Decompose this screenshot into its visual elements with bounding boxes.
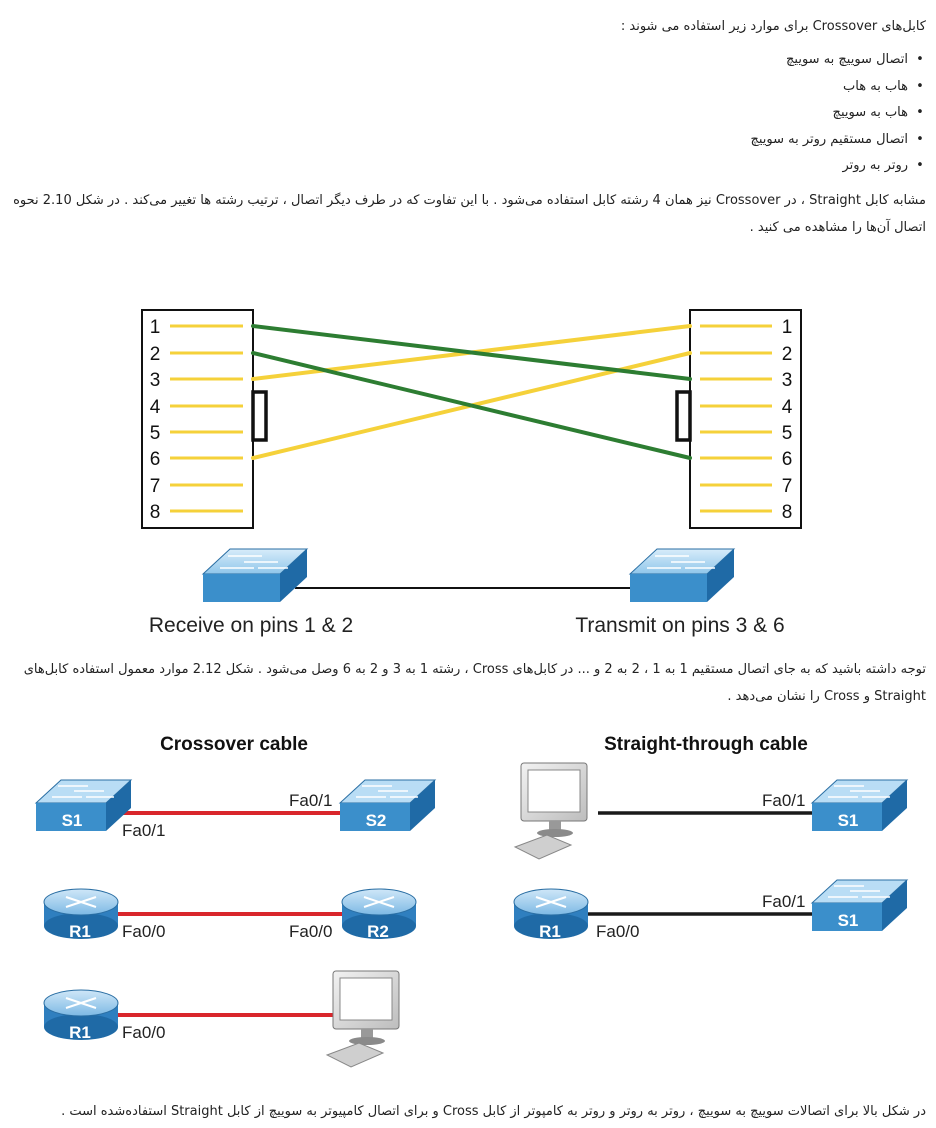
right-pin-8: 8	[782, 502, 793, 523]
left-pin-2: 2	[150, 344, 161, 365]
intro-text: کابل‌های Crossover برای موارد زیر استفاد…	[620, 19, 926, 34]
transmit-label: Transmit on pins 3 & 6	[575, 614, 784, 637]
switch-icon	[811, 779, 908, 832]
left-rj45-connector: 1 2 3 4 5 6 7 8	[141, 309, 268, 529]
left-pin-5: 5	[150, 423, 161, 444]
right-pin-4: 4	[782, 397, 793, 418]
right-pin-1: 1	[782, 317, 793, 338]
port-label: Fa0/1	[289, 791, 332, 810]
left-pin-6: 6	[150, 449, 161, 470]
crossover-title: Crossover cable	[160, 734, 308, 755]
list-item: هاب به هاب	[526, 74, 926, 101]
right-pin-2: 2	[782, 344, 793, 365]
computer-icon	[326, 970, 400, 1068]
device-s1: S1	[838, 911, 859, 930]
device-r2: R2	[367, 922, 389, 941]
right-pin-6: 6	[782, 449, 793, 470]
left-pin-4: 4	[150, 397, 161, 418]
list-item: روتر به روتر	[526, 153, 926, 180]
left-pin-1: 1	[150, 317, 161, 338]
device-s1: S1	[62, 811, 83, 830]
port-label: Fa0/0	[289, 922, 332, 941]
paragraph-3: در شکل بالا برای اتصالات سوییچ به سوییچ …	[61, 1104, 926, 1119]
list-item: هاب به سوییچ	[526, 100, 926, 127]
left-pin-8: 8	[150, 502, 161, 523]
list-item: اتصال سوییچ به سوییچ	[526, 47, 926, 74]
wire-2-to-6	[251, 351, 692, 460]
port-label: Fa0/0	[596, 922, 639, 941]
list-item: اتصال مستقیم روتر به سوییچ	[526, 127, 926, 154]
port-label: Fa0/0	[122, 922, 165, 941]
left-pin-7: 7	[150, 476, 161, 497]
device-s2: S2	[366, 811, 387, 830]
port-label: Fa0/1	[122, 821, 165, 840]
device-r1: R1	[69, 1023, 91, 1042]
switch-icon	[35, 779, 132, 832]
paragraph-1: مشابه کابل Straight ، در Crossover نیز ه…	[13, 193, 926, 235]
right-pin-7: 7	[782, 476, 793, 497]
right-pin-5: 5	[782, 423, 793, 444]
device-s1: S1	[838, 811, 859, 830]
right-rj45-connector: 1 2 3 4 5 6 7 8	[675, 309, 802, 529]
right-switch-icon	[628, 548, 736, 602]
straight-title: Straight-through cable	[604, 734, 808, 755]
crossover-pinout-figure: 1 2 3 4 5 6 7 8 1 2 3 4 5	[141, 309, 802, 637]
switch-icon	[339, 779, 436, 832]
wire-1-to-3	[251, 324, 692, 381]
left-switch-icon	[201, 548, 309, 602]
switch-icon	[811, 879, 908, 932]
device-r1: R1	[539, 922, 561, 941]
computer-icon	[514, 762, 588, 860]
right-pin-3: 3	[782, 370, 793, 391]
uses-list: اتصال سوییچ به سوییچ هاب به هاب هاب به س…	[526, 47, 926, 180]
port-label: Fa0/0	[122, 1023, 165, 1042]
device-r1: R1	[69, 922, 91, 941]
paragraph-2: توجه داشته باشید که به جای اتصال مستقیم …	[23, 662, 926, 704]
port-label: Fa0/1	[762, 791, 805, 810]
receive-label: Receive on pins 1 & 2	[149, 614, 353, 637]
cable-usage-figure: Crossover cable Straight-through cable S…	[35, 734, 908, 1068]
port-label: Fa0/1	[762, 892, 805, 911]
left-pin-3: 3	[150, 370, 161, 391]
